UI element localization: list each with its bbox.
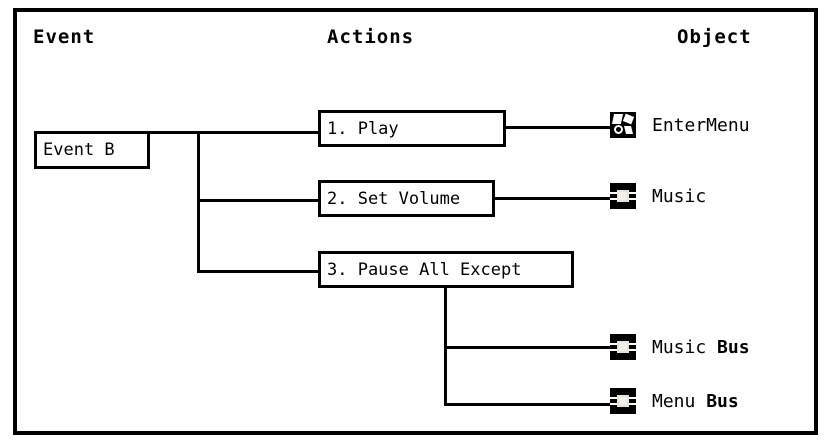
action-node-3[interactable]: 3. Pause All Except — [318, 251, 574, 288]
object-label-entermenu: EnterMenu — [652, 115, 750, 136]
action-node-2[interactable]: 2. Set Volume — [318, 180, 495, 217]
column-header-object: Object — [677, 26, 752, 48]
object-row-music-bus[interactable]: Music Bus — [610, 334, 750, 360]
object-label-menu-bus-bold: Bus — [706, 390, 739, 412]
connector-trunk-to-action-1 — [197, 131, 321, 134]
object-label-music-bus-bold: Bus — [717, 336, 750, 358]
connector-action-1-to-entermenu — [506, 126, 612, 129]
connector-event-to-trunk — [150, 131, 200, 134]
action-node-2-label: 2. Set Volume — [327, 188, 461, 209]
action-node-3-label: 3. Pause All Except — [327, 259, 522, 280]
connector-action-3-to-menu-bus — [444, 403, 612, 406]
connector-trunk-to-action-2 — [197, 199, 321, 202]
connector-action-2-to-music — [495, 197, 612, 200]
action-node-1[interactable]: 1. Play — [318, 110, 506, 147]
object-label-entermenu-text: EnterMenu — [652, 114, 750, 136]
event-node-label: Event B — [43, 140, 115, 160]
event-node-event-b[interactable]: Event B — [34, 131, 150, 169]
diagram-frame — [13, 8, 818, 435]
object-row-entermenu[interactable]: EnterMenu — [610, 112, 750, 138]
object-label-menu-bus: Menu Bus — [652, 391, 739, 412]
audio-bus-icon — [610, 388, 636, 414]
object-row-menu-bus[interactable]: Menu Bus — [610, 388, 739, 414]
object-row-music[interactable]: Music — [610, 183, 706, 209]
object-label-music: Music — [652, 186, 706, 207]
connector-trunk-vertical — [197, 131, 200, 273]
action-node-1-label: 1. Play — [327, 118, 399, 139]
object-label-menu-bus-text: Menu — [652, 390, 707, 412]
column-header-event: Event — [33, 26, 96, 48]
audio-bus-icon — [610, 183, 636, 209]
object-label-music-text: Music — [652, 185, 707, 207]
connector-action-3-to-music-bus — [444, 346, 612, 349]
column-header-actions: Actions — [327, 26, 415, 48]
audio-bus-icon — [610, 334, 636, 360]
connector-trunk-to-action-3 — [197, 270, 321, 273]
object-label-music-bus-text: Music — [652, 336, 718, 358]
object-label-music-bus: Music Bus — [652, 337, 750, 358]
sound-event-icon — [610, 112, 636, 138]
